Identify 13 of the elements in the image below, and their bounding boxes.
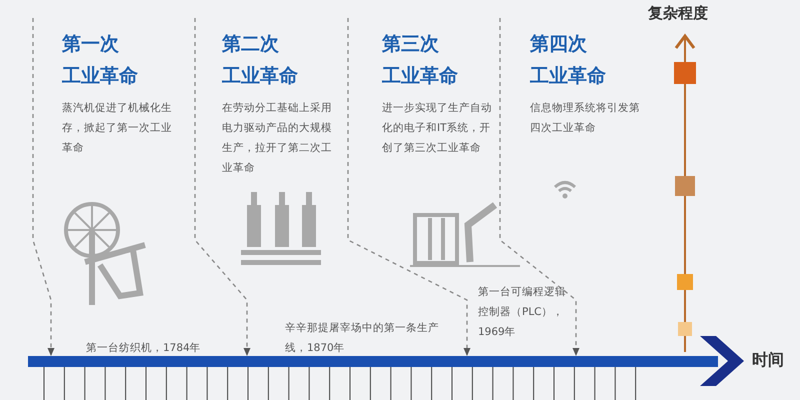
leader-line — [347, 18, 470, 356]
event-note: 第一台可编程逻辑控制器（PLC），1969年 — [478, 285, 567, 340]
axis-title: 时间 — [752, 350, 785, 370]
era-description: 在劳动分工基础上采用电力驱动产品的大规模生产，拉开了第二次工业革命 — [222, 101, 333, 176]
event-note: 辛辛那提屠宰场中的第一条生产线，1870年 — [285, 321, 440, 356]
leader-line — [32, 18, 54, 356]
event-note: 第一台纺织机，1784年 — [86, 341, 202, 356]
leader-line — [194, 18, 250, 356]
era-description: 进一步实现了生产自动化的电子和IT系统，开创了第三次工业革命 — [382, 101, 493, 156]
era-description: 蒸汽机促进了机械化生存，掀起了第一次工业革命 — [62, 101, 173, 156]
axis-title: 复杂程度 — [648, 3, 709, 23]
leader-line — [499, 18, 580, 356]
era-description: 信息物理系统将引发第四次工业革命 — [530, 101, 641, 136]
